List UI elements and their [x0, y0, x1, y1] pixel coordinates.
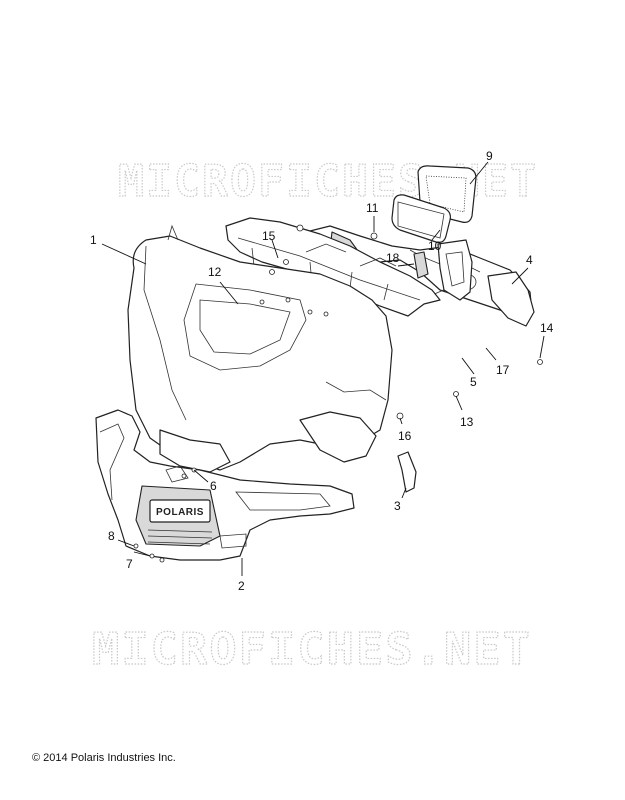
part-5-side-panel	[437, 239, 473, 301]
part-1-hood	[127, 224, 393, 473]
callout-2: 2	[238, 579, 245, 593]
callout-3: 3	[394, 499, 401, 513]
callout-7: 7	[126, 557, 133, 571]
callout-9: 9	[486, 149, 493, 163]
callout-5: 5	[470, 375, 477, 389]
watermark-bottom: MICROFICHES.NET	[92, 624, 532, 675]
callout-12: 12	[208, 265, 222, 279]
part-12-support	[225, 217, 441, 317]
part-3-bracket	[397, 451, 417, 493]
callout-1: 1	[90, 233, 97, 247]
polaris-badge	[149, 499, 211, 523]
part-10-seal	[391, 194, 451, 243]
copyright-notice: © 2014 Polaris Industries Inc.	[32, 752, 176, 764]
callout-4: 4	[526, 253, 533, 267]
callout-13: 13	[460, 415, 474, 429]
callout-8: 8	[108, 529, 115, 543]
callout-10: 10	[428, 239, 442, 253]
callout-11: 11	[366, 201, 379, 215]
callout-14: 14	[540, 321, 554, 335]
callout-6: 6	[210, 479, 217, 493]
callout-16: 16	[398, 429, 412, 443]
part-2-front-fascia: POLARIS	[95, 409, 355, 561]
part-18-cover	[413, 251, 429, 279]
callout-15: 15	[262, 229, 276, 243]
polaris-badge-text: POLARIS	[156, 507, 204, 518]
callout-18: 18	[386, 251, 400, 265]
callout-17: 17	[496, 363, 510, 377]
leader-lines	[101, 161, 545, 576]
